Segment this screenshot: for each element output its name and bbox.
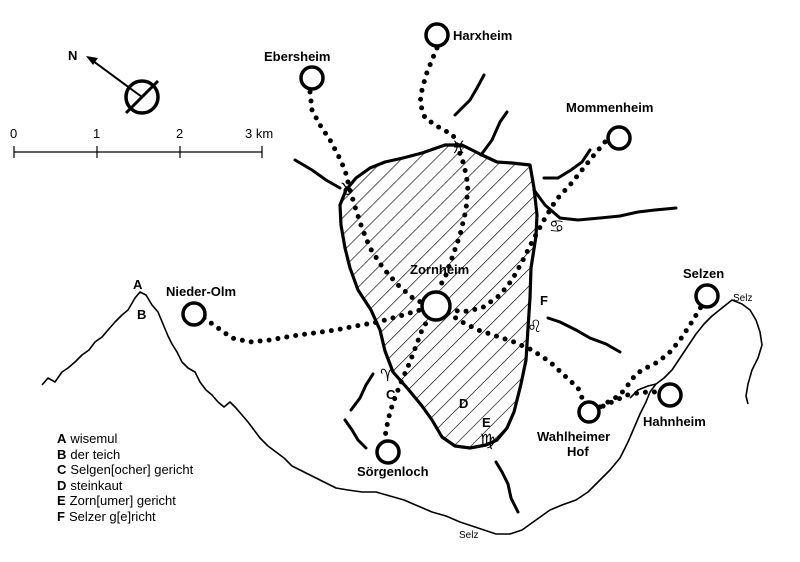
site-letter-e: E bbox=[482, 415, 491, 430]
symbol-aries-icon: ♈ bbox=[380, 366, 395, 386]
legend-key: D bbox=[57, 477, 67, 493]
legend-key: A bbox=[57, 431, 67, 446]
town-marker-mommenheim bbox=[606, 125, 632, 151]
legend-text: steinkaut bbox=[70, 477, 123, 493]
town-label-ebersheim: Ebersheim bbox=[264, 49, 330, 64]
boundary-lines bbox=[293, 73, 678, 514]
town-marker-zornheim bbox=[420, 290, 452, 322]
symbol-taurus-icon: ♉ bbox=[340, 180, 355, 200]
symbol-pisces-icon: ♓ bbox=[451, 138, 466, 158]
dotted-routes bbox=[201, 45, 708, 451]
legend-text: Selzer g[e]richt bbox=[68, 508, 156, 524]
site-letter-b: B bbox=[137, 307, 146, 322]
legend-text: wisemul bbox=[70, 431, 118, 446]
town-label-mommenheim: Mommenheim bbox=[566, 100, 653, 115]
site-letter-a: A bbox=[133, 277, 143, 292]
scale-tick-3: 3 km bbox=[245, 126, 273, 141]
town-label-soergenloch: Sörgenloch bbox=[357, 464, 429, 479]
legend-key: E bbox=[57, 493, 66, 509]
site-letter-d: D bbox=[459, 396, 468, 411]
town-marker-harxheim bbox=[424, 22, 450, 48]
river-selz bbox=[41, 291, 763, 535]
town-marker-soergenloch bbox=[375, 439, 401, 465]
legend-text: Zorn[umer] gericht bbox=[69, 493, 176, 509]
town-label-wahlheimer: Wahlheimer bbox=[537, 429, 610, 444]
town-marker-selzen bbox=[694, 283, 720, 309]
north-arrow: N bbox=[68, 48, 160, 115]
symbol-cancer-icon: ♋ bbox=[549, 217, 564, 237]
scale-tick-2: 2 bbox=[176, 126, 183, 141]
town-markers bbox=[181, 22, 720, 465]
town-marker-nieder-olm bbox=[181, 301, 207, 327]
symbol-virgo-icon: ♍ bbox=[480, 431, 495, 451]
compass-icon bbox=[124, 79, 160, 115]
town-label-selzen: Selzen bbox=[683, 266, 724, 281]
town-label-hof: Hof bbox=[567, 444, 589, 459]
scale-bar: 0 1 2 3 km bbox=[10, 126, 273, 158]
site-letter-f: F bbox=[540, 293, 548, 308]
site-letter-c: C bbox=[386, 387, 396, 402]
town-label-harxheim: Harxheim bbox=[453, 28, 512, 43]
scale-tick-1: 1 bbox=[93, 126, 100, 141]
scale-tick-0: 0 bbox=[10, 126, 17, 141]
river-label-selz-south: Selz bbox=[459, 530, 478, 541]
legend-key: B bbox=[57, 446, 67, 462]
town-marker-hahnheim bbox=[657, 382, 683, 408]
north-label: N bbox=[68, 48, 77, 63]
town-label-hahnheim: Hahnheim bbox=[643, 414, 706, 429]
legend-key: C bbox=[57, 462, 67, 478]
legend-text: der teich bbox=[70, 446, 121, 462]
town-marker-wahlheimer-hof bbox=[577, 400, 601, 424]
town-label-nieder-olm: Nieder-Olm bbox=[166, 284, 236, 299]
river-label-selz-east: Selz bbox=[733, 293, 752, 304]
legend-key: F bbox=[57, 508, 65, 524]
symbol-leo-icon: ♌ bbox=[527, 317, 542, 337]
legend-text: Selgen[ocher] gericht bbox=[70, 462, 194, 478]
town-label-zornheim: Zornheim bbox=[410, 262, 469, 277]
town-marker-ebersheim bbox=[299, 65, 325, 91]
